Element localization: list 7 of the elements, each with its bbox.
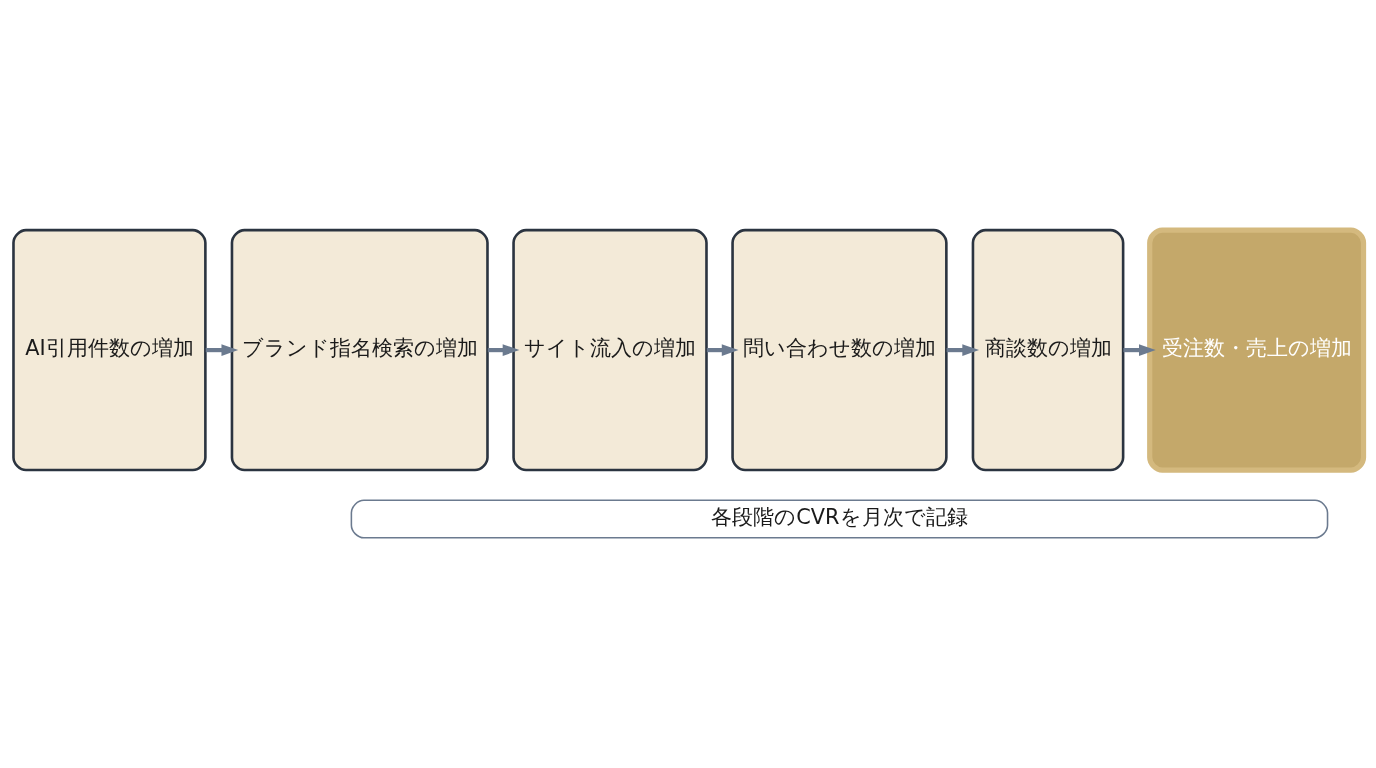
node-box: サイト流入の増加 — [511, 228, 708, 472]
node-box: ブランド指名検索の増加 — [230, 228, 489, 472]
node-box: 受注数・売上の増加 — [1146, 227, 1366, 473]
node-box: 問い合わせ数の増加 — [730, 228, 948, 472]
node-box: 商談数の増加 — [971, 228, 1124, 472]
node-box: AI引用件数の増加 — [11, 228, 207, 472]
node-box: 各段階のCVRを月次で記録 — [350, 499, 1328, 539]
